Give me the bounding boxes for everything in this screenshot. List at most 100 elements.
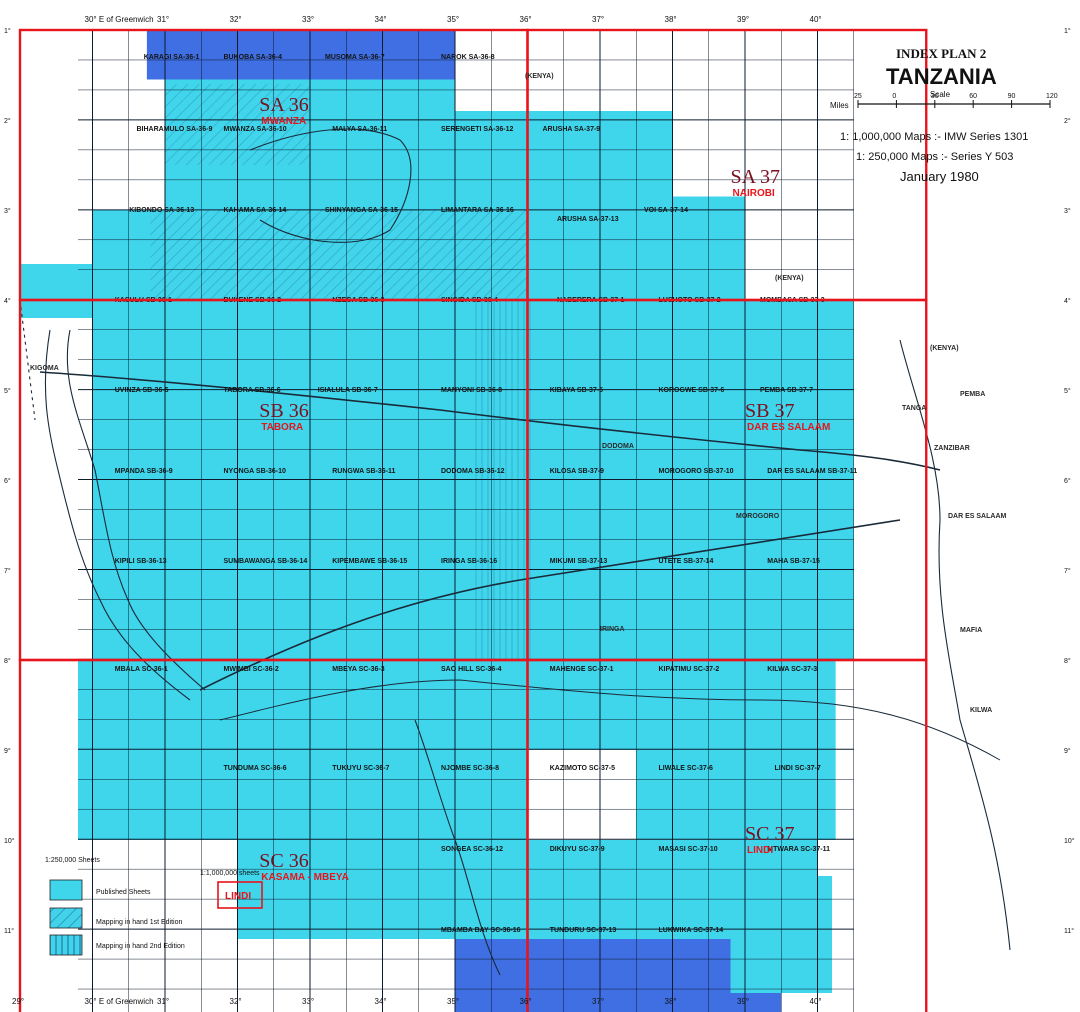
quadrangle-frame — [526, 658, 928, 1012]
sheet-label: KIBONDO SA-36-13 — [129, 207, 194, 214]
left-latitude-label: 3° — [4, 207, 11, 215]
sheet-label: KILWA SC-37-3 — [767, 666, 817, 673]
coverage-area-10 — [455, 939, 782, 1012]
sheet-grid — [78, 29, 854, 1012]
legend-1m-sample-label: LINDI — [225, 891, 251, 902]
sheet-label: KIBAYA SB-37-5 — [550, 387, 603, 394]
sheet-label: MALYA SA-36-11 — [332, 126, 387, 133]
left-latitude-label: 4° — [4, 297, 11, 305]
bottom-longitude-label: 37° — [592, 997, 604, 1006]
coverage-area-8 — [78, 660, 836, 840]
quadrangle-name: DAR ES SALAAM — [747, 422, 830, 433]
sheet-label: SERENGETI SA-36-12 — [441, 126, 513, 133]
quadrangle-name: MWANZA — [261, 116, 306, 127]
quadrangle-code: SB 37 — [745, 400, 794, 422]
sheet-label: DAR ES SALAAM SB-37-11 — [767, 468, 857, 475]
left-latitude-label: 8° — [4, 657, 11, 665]
unpublished-area-kazimoto — [527, 750, 637, 840]
right-latitude-label: 6° — [1064, 477, 1071, 485]
place-iringa: IRINGA — [600, 626, 625, 633]
sheet-label: TUNDUMA SC-36-6 — [224, 765, 287, 772]
scale-tick-label: 30 — [931, 93, 939, 100]
scale-tick-label: 25 — [854, 93, 862, 100]
sheet-label: KIPILI SB-36-13 — [115, 558, 167, 565]
series-250k-label: 1: 250,000 Maps :- Series Y 503 — [856, 151, 1013, 163]
sheet-label: DODOMA SB-36-12 — [441, 468, 505, 475]
top-longitude-label: 33° — [302, 15, 314, 24]
left-latitude-label: 6° — [4, 477, 11, 485]
index-plan-label: INDEX PLAN 2 — [896, 46, 986, 61]
quadrangle-name: KASAMA - MBEYA — [261, 872, 349, 883]
top-longitude-label: 40° — [810, 15, 822, 24]
lake-victoria-shore — [249, 128, 412, 243]
place-kenya-north: (KENYA) — [525, 73, 554, 80]
quadrangle-code: SC 36 — [259, 850, 308, 872]
bottom-longitude-label: 39° — [737, 997, 749, 1006]
sheet-label: KAZIMOTO SC-37-5 — [550, 765, 615, 772]
sheet-label: UVINZA SB-36-5 — [115, 387, 169, 394]
sheet-label: KAHAMA SA-36-14 — [224, 207, 287, 214]
sheet-label: MBEYA SC-36-3 — [332, 666, 384, 673]
top-longitude-label: 37° — [592, 15, 604, 24]
legend-heading: 1:250,000 Sheets — [45, 857, 100, 864]
sheet-label: KIPEMBAWE SB-36-15 — [332, 558, 407, 565]
sheet-label: MANYONI SB-36-8 — [441, 387, 502, 394]
quadrangle-code: SA 37 — [731, 166, 780, 188]
bottom-longitude-label: 40° — [810, 997, 822, 1006]
bottom-longitude-label: 31° — [157, 997, 169, 1006]
top-longitude-label: 34° — [375, 15, 387, 24]
sheet-label: MUSOMA SA-36-7 — [325, 54, 385, 61]
bottom-longitude-label: 33° — [302, 997, 314, 1006]
left-latitude-label: 11° — [4, 927, 14, 935]
road-south — [219, 679, 1001, 761]
bottom-longitude-label: 34° — [375, 997, 387, 1006]
scale-tick-label: 60 — [969, 93, 977, 100]
sheet-label: RUNGWA SB-36-11 — [332, 468, 395, 475]
date-label: January 1980 — [900, 169, 979, 184]
lake-tanganyika-shore — [66, 329, 206, 691]
sheet-label: ISIALULA SB-36-7 — [318, 387, 378, 394]
sheet-label: NAROK SA-36-8 — [441, 54, 495, 61]
place-mafia: MAFIA — [960, 627, 982, 634]
legend-mapping-2nd-label: Mapping in hand 2nd Edition — [96, 943, 185, 950]
country-title: TANZANIA — [886, 64, 997, 89]
sheet-label: MIKUMI SB-37-13 — [550, 558, 608, 565]
mapping-in-hand-area-north — [150, 210, 528, 300]
sheet-label: NYONGA SB-36-10 — [224, 468, 286, 475]
place-dodoma: DODOMA — [602, 443, 634, 450]
quadrangle-name: NAIROBI — [733, 188, 775, 199]
place-kigoma: KIGOMA — [30, 365, 59, 372]
sheet-label: TUKUYU SC-36-7 — [332, 765, 389, 772]
sheet-label: SHINYANGA SA-36-15 — [325, 207, 398, 214]
sheet-label: MBALA SC-36-1 — [115, 666, 168, 673]
right-latitude-label: 1° — [1064, 27, 1071, 35]
legend-mapping-1st-label: Mapping in hand 1st Edition — [96, 919, 182, 926]
sheet-label: ARUSHA SA-37-13 — [557, 216, 619, 223]
left-latitude-label: 9° — [4, 747, 11, 755]
bottom-longitude-label: 36° — [520, 997, 532, 1006]
sheet-label: IRINGA SB-36-16 — [441, 558, 497, 565]
sheet-label: SONGEA SC-36-12 — [441, 846, 503, 853]
bottom-longitude-label: 30° E of Greenwich — [85, 997, 154, 1006]
sheet-label: MPANDA SB-36-9 — [115, 468, 173, 475]
scale-tick-label: 90 — [1008, 93, 1016, 100]
top-longitude-label: 36° — [520, 15, 532, 24]
sheet-label: KIPATIMU SC-37-2 — [659, 666, 720, 673]
quadrangle-code: SA 36 — [259, 94, 308, 116]
bottom-longitude-label: 29° — [12, 997, 24, 1006]
sheet-label: MAHA SB-37-15 — [767, 558, 820, 565]
sheet-label: VOI SA-37-14 — [644, 207, 688, 214]
right-latitude-label: 10° — [1064, 837, 1075, 845]
coverage-area-1 — [146, 30, 455, 80]
top-longitude-label: 30° E of Greenwich — [85, 15, 154, 24]
place-zanzibar: ZANZIBAR — [934, 445, 970, 452]
quadrangle-name: LINDI — [747, 845, 773, 856]
sheet-label: MOROGORO SB-37-10 — [659, 468, 734, 475]
place-morogoro: MOROGORO — [736, 513, 780, 520]
legend: 1:250,000 Sheets 1:1,000,000 sheets Publ… — [45, 857, 263, 956]
place-dar: DAR ES SALAAM — [948, 513, 1007, 520]
sheet-label: PEMBA SB-37-7 — [760, 387, 813, 394]
top-longitude-label: 38° — [665, 15, 677, 24]
bottom-longitude-label: 38° — [665, 997, 677, 1006]
top-longitude-label: 32° — [230, 15, 242, 24]
